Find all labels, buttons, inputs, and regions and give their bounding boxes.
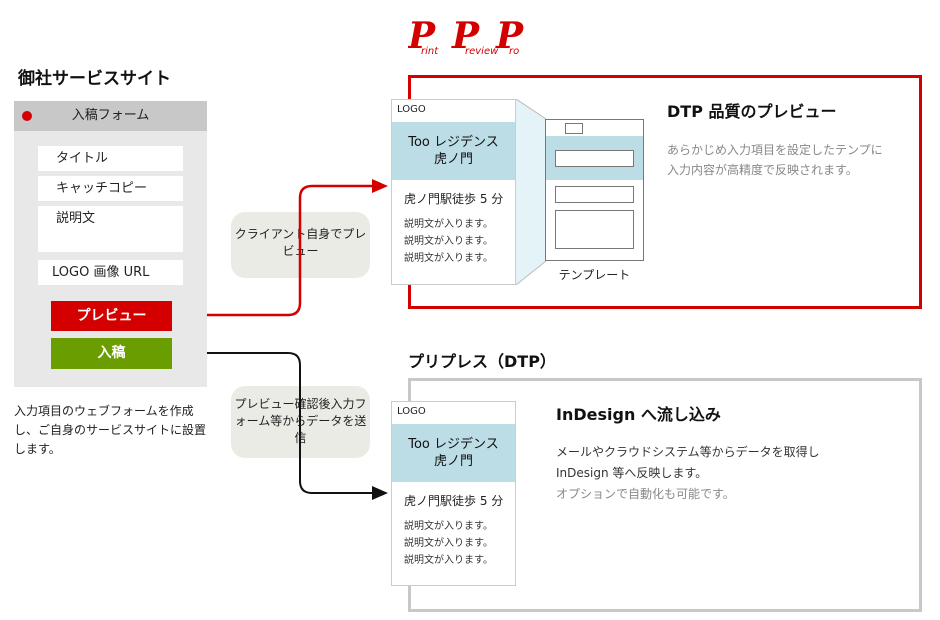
ppp-logo: P P P rint review ro (408, 16, 524, 57)
logo-url-field[interactable]: LOGO 画像 URL (38, 260, 183, 285)
template-description-slot (555, 210, 634, 249)
submit-button[interactable]: 入稿 (51, 338, 172, 369)
card-line: 説明文が入ります。 (404, 219, 493, 230)
svg-text:rint: rint (421, 46, 439, 57)
form-header (14, 101, 207, 131)
preview-bubble: クライアント自身でプレビュー (231, 212, 370, 278)
submit-bubble: プレビュー確認後入力フォーム等からデータを送信 (231, 386, 370, 458)
card-description: 説明文が入ります。 説明文が入ります。 説明文が入ります。 (404, 518, 493, 569)
indesign-desc-line: オプションで自動化も可能です。 (556, 487, 735, 501)
card-title-line1: Too レジデンス (408, 437, 499, 452)
preview-card: LOGO Too レジデンス 虎ノ門 虎ノ門駅徒歩 5 分 説明文が入ります。 … (391, 99, 516, 285)
template-title-slot (555, 150, 634, 167)
card-title-line2: 虎ノ門 (433, 152, 473, 167)
indesign-desc-line: InDesign 等へ反映します。 (556, 466, 708, 480)
form-header-label: 入稿フォーム (71, 108, 150, 123)
site-description: 入力項目のウェブフォームを作成し、ご自身のサービスサイトに設置します。 (14, 404, 207, 456)
card-line: 説明文が入ります。 (404, 253, 493, 264)
card-title-band: Too レジデンス 虎ノ門 (392, 122, 515, 180)
catchcopy-field[interactable]: キャッチコピー (38, 176, 183, 201)
card-template-connector (516, 99, 546, 285)
indesign-card: LOGO Too レジデンス 虎ノ門 虎ノ門駅徒歩 5 分 説明文が入ります。 … (391, 401, 516, 586)
entry-form-panel: 入稿フォーム タイトル キャッチコピー 説明文 LOGO 画像 URL プレビュ… (14, 101, 207, 387)
card-description: 説明文が入ります。 説明文が入ります。 説明文が入ります。 (404, 216, 493, 267)
card-station: 虎ノ門駅徒歩 5 分 (404, 494, 504, 508)
card-logo: LOGO (397, 406, 426, 417)
svg-text:ro: ro (509, 46, 519, 57)
card-line: 説明文が入ります。 (404, 555, 493, 566)
preview-button[interactable]: プレビュー (51, 301, 172, 331)
prepress-title: プリプレス（DTP） (408, 352, 556, 371)
card-title-band: Too レジデンス 虎ノ門 (392, 424, 515, 482)
svg-text:review: review (465, 46, 499, 57)
indesign-title: InDesign へ流し込み (556, 405, 721, 424)
svg-text:P: P (408, 16, 436, 57)
preview-arrowhead-icon (372, 179, 388, 193)
title-field[interactable]: タイトル (38, 146, 183, 171)
record-dot-icon (22, 111, 32, 121)
site-title: 御社サービスサイト (18, 69, 171, 89)
template-station-slot (555, 186, 634, 203)
indesign-desc-line: メールやクラウドシステム等からデータを取得し (556, 445, 820, 459)
template-logo-slot (565, 123, 583, 134)
submit-arrowhead-icon (372, 486, 388, 500)
template-diagram (545, 119, 644, 261)
card-line: 説明文が入ります。 (404, 236, 493, 247)
dtp-description: あらかじめ入力項目を設定したテンプに入力内容が高精度で反映されます。 (667, 143, 883, 177)
card-station: 虎ノ門駅徒歩 5 分 (404, 192, 504, 206)
svg-text:P: P (495, 16, 524, 57)
dtp-title: DTP 品質のプレビュー (667, 102, 837, 121)
template-label: テンプレート (558, 268, 631, 282)
description-field[interactable]: 説明文 (38, 206, 183, 252)
indesign-description: メールやクラウドシステム等からデータを取得し InDesign 等へ反映します。… (556, 442, 886, 505)
card-title-line1: Too レジデンス (408, 135, 499, 150)
card-line: 説明文が入ります。 (404, 521, 493, 532)
svg-text:P: P (451, 16, 480, 57)
card-logo: LOGO (397, 104, 426, 115)
card-line: 説明文が入ります。 (404, 538, 493, 549)
card-title-line2: 虎ノ門 (433, 454, 473, 469)
